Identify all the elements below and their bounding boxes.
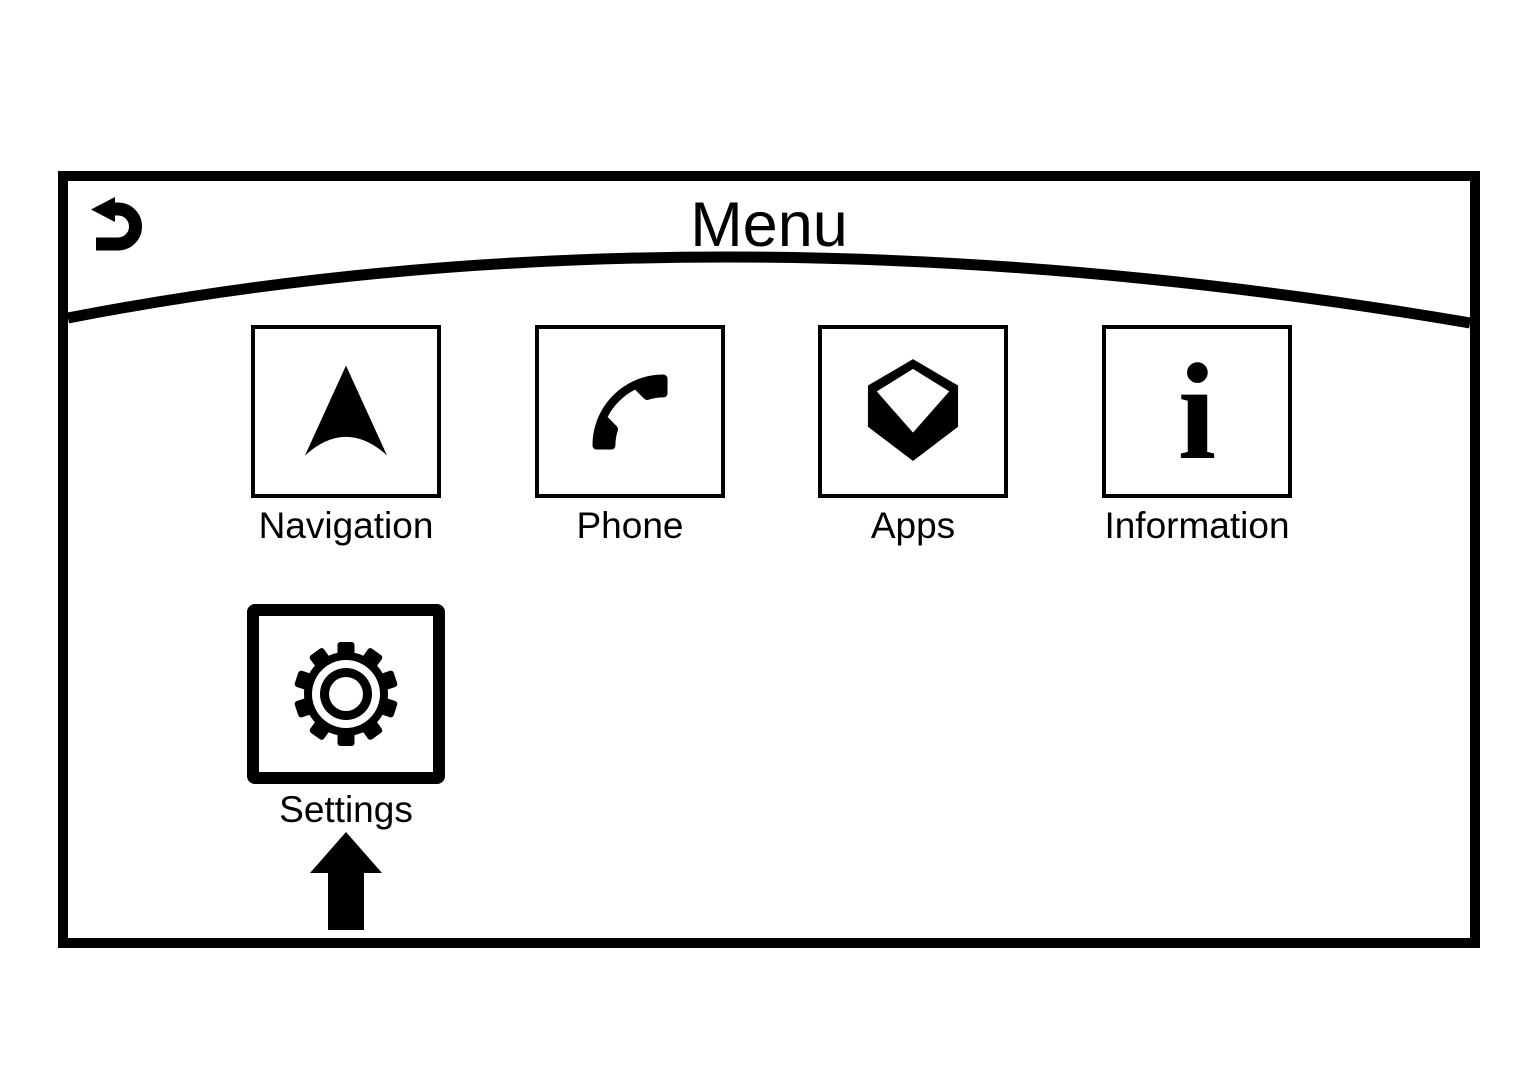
- settings-button[interactable]: [247, 604, 445, 784]
- back-button[interactable]: [88, 195, 152, 252]
- phone-handset-icon: [592, 374, 668, 449]
- phone-button[interactable]: [535, 325, 725, 498]
- tile-label-phone: Phone: [576, 505, 684, 546]
- menu-tile-phone: Phone: [535, 325, 725, 546]
- page-title: Menu: [690, 190, 848, 260]
- apps-cube-icon: [867, 358, 959, 461]
- annotation-up-arrow-icon: [310, 832, 382, 930]
- menu-tile-information: i Information: [1102, 325, 1292, 546]
- back-arrow-icon: [91, 197, 142, 251]
- navigation-button[interactable]: [251, 325, 441, 498]
- information-letter-icon: i: [1177, 334, 1217, 488]
- tile-label-settings: Settings: [279, 789, 413, 830]
- menu-tile-apps: Apps: [818, 325, 1008, 546]
- menu-tile-settings: Settings: [247, 604, 445, 830]
- menu-tile-navigation: Navigation: [251, 325, 441, 546]
- information-button[interactable]: i: [1102, 325, 1292, 498]
- apps-button[interactable]: [818, 325, 1008, 498]
- infotainment-screen: Menu Navigation: [58, 171, 1480, 948]
- tile-label-information: Information: [1104, 505, 1290, 546]
- tile-label-navigation: Navigation: [258, 505, 434, 546]
- tile-label-apps: Apps: [870, 505, 956, 546]
- navigation-arrow-icon: [304, 365, 388, 456]
- settings-gear-icon: [294, 642, 398, 746]
- screen-content: Menu Navigation: [68, 181, 1470, 938]
